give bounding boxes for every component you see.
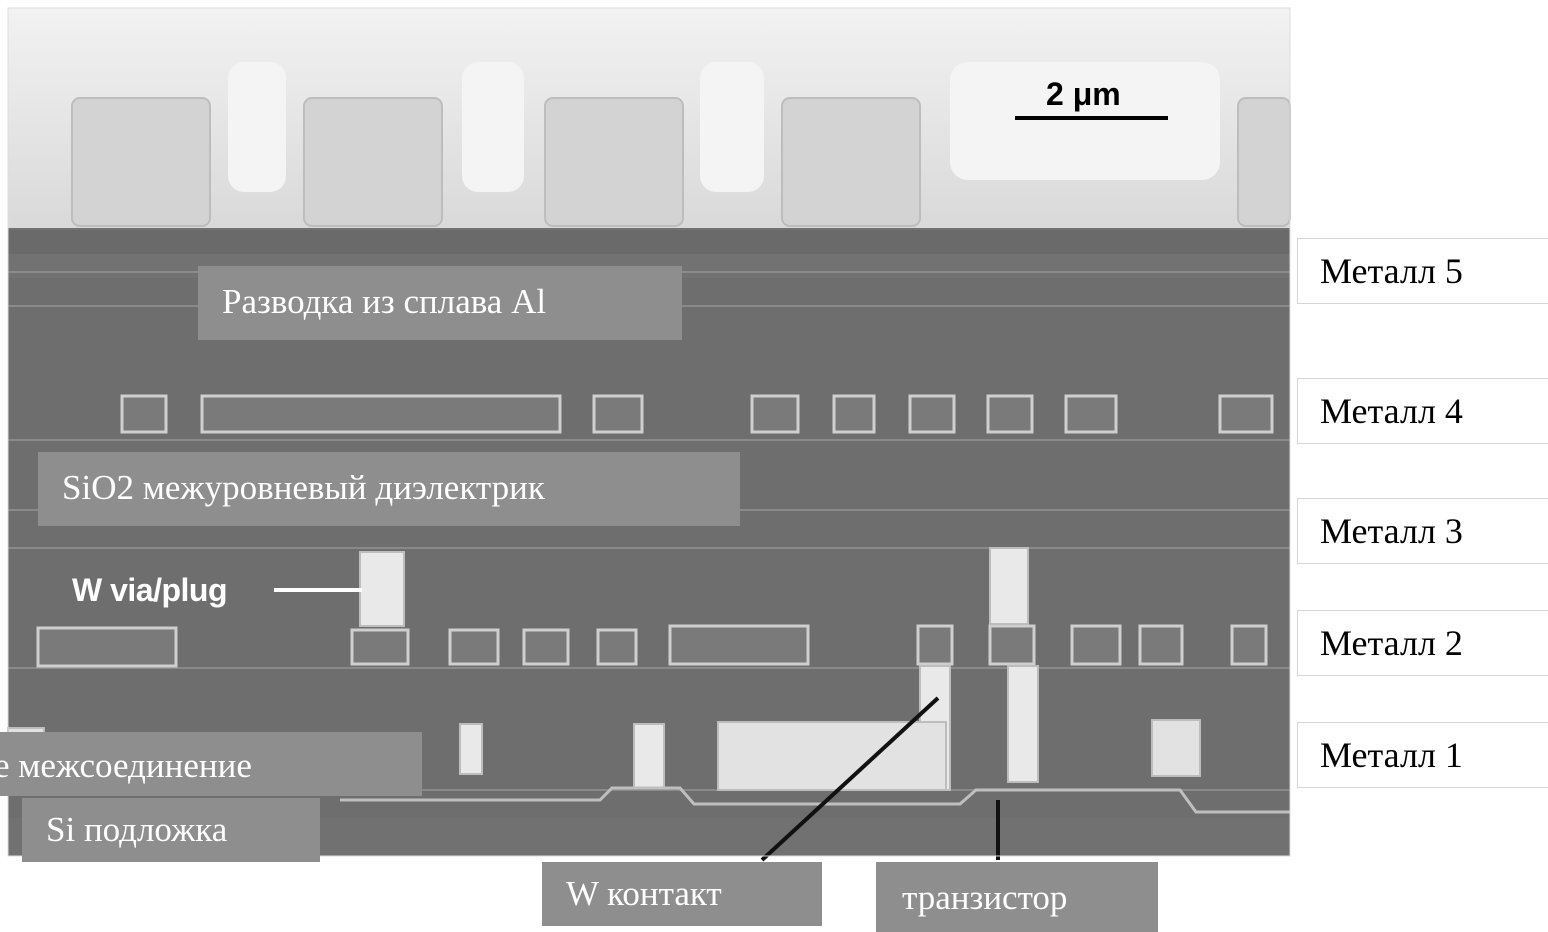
label-si-substrate-text: Si подложка [46,810,228,849]
label-si-substrate: Si подложка [22,798,320,862]
label-w-contact: W контакт [542,862,822,926]
label-sio2-text: SiO2 межуровневый диэлектрик [62,468,545,507]
scale-bar-label: 2 μm [1046,76,1121,112]
metal-level-4: Металл 4 [1297,378,1548,444]
comb-gaps [228,62,1220,192]
label-w-via: W via/plug [72,572,228,608]
label-al-wiring-text: Разводка из сплава Al [222,282,547,321]
metal-level-2: Металл 2 [1297,610,1548,676]
transistor-profile [340,786,1290,814]
label-w-contact-text: W контакт [566,874,722,913]
label-transistor-text: транзистор [902,878,1068,917]
w-contact-pointer [760,696,940,862]
label-local-interconnect: е межсоединение [0,732,422,796]
metal5-lines [71,97,1291,227]
label-sio2: SiO2 межуровневый диэлектрик [38,452,740,526]
label-transistor: транзистор [876,862,1158,932]
label-local-interconnect-text: е межсоединение [0,746,252,785]
metal2-lines [36,624,1268,668]
metal-level-1: Металл 1 [1297,722,1548,788]
metal-level-3: Металл 3 [1297,498,1548,564]
metal-level-5: Металл 5 [1297,238,1548,304]
metal4-lines [120,394,1274,434]
label-al-wiring: Разводка из сплава Al [198,266,682,340]
